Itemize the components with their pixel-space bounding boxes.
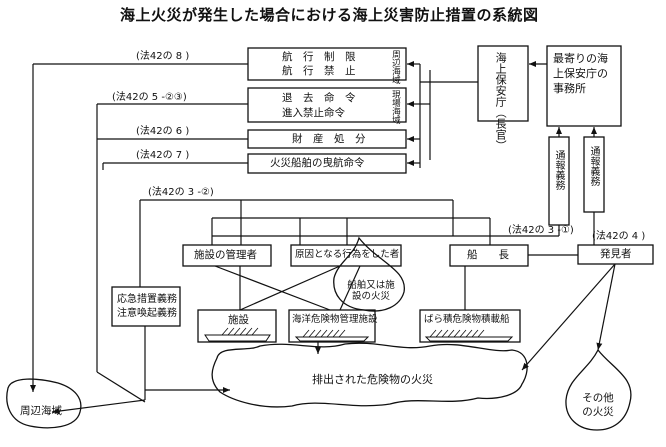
- marine-facility-label: 海洋危険物管理施設: [292, 314, 378, 325]
- ship-fire-drop: [333, 236, 405, 312]
- actor-facility-manager: 施設の管理者: [194, 249, 257, 261]
- actor-cause: 原因となる行為をした者: [295, 249, 400, 260]
- law-ref-42-7: (法42の 7 ): [136, 150, 190, 161]
- coast-guard-chief: 海上保安庁（長官）: [494, 52, 508, 151]
- surrounding-area-blob: [6, 378, 82, 429]
- bulk-ship-box: [419, 309, 521, 343]
- law-ref-42-6: (法42の 6 ): [136, 126, 190, 137]
- evacuation-box: [247, 87, 407, 123]
- notification-duty-1: 通報義務: [553, 150, 564, 190]
- law-ref-42-3-1: (法42の 3 -①): [508, 225, 574, 236]
- notification-duty-2: 通報義務: [588, 146, 599, 186]
- facility-label: 施設: [228, 314, 249, 326]
- measure-navigation-restrict: 航 行 制 限: [282, 51, 356, 63]
- spilled-fire-blob: [211, 342, 528, 408]
- measure-evacuation-order: 退 去 命 令: [282, 92, 356, 104]
- marine-facility-box: [288, 309, 376, 343]
- page-title: 海上火災が発生した場合における海上災害防止措置の系統図: [120, 6, 539, 24]
- other-fire-label: その他の火災: [582, 392, 614, 418]
- emergency-duty-box: [111, 286, 181, 327]
- measure-towing-order: 火災船舶の曳航命令: [270, 157, 365, 169]
- ship-fire-label: 船舶又は施設の火災: [347, 280, 395, 303]
- emergency-duties: 応急措置義務 注意喚起義務: [117, 294, 177, 319]
- tag-site-area: 現場海域: [390, 90, 401, 124]
- coast-guard-box: [477, 45, 529, 122]
- law-ref-42-3-2: (法42の 3 -②): [148, 187, 214, 198]
- actor-discoverer: 発見者: [600, 248, 632, 260]
- other-fire-drop: [565, 348, 632, 431]
- nearest-office: 最寄りの海上保安庁の事務所: [553, 52, 608, 95]
- tag-surrounding-waters: 周辺海域: [390, 50, 401, 84]
- actor-captain: 船 長: [467, 249, 509, 261]
- office-box: [546, 45, 622, 127]
- facility-manager-box: [182, 244, 272, 267]
- cause-actor-box: [290, 244, 402, 267]
- measure-property-disposal: 財 産 処 分: [292, 133, 366, 145]
- bulk-ship-label: ばら積危険物積載船: [424, 314, 510, 325]
- measure-navigation-prohibit: 航 行 禁 止: [282, 65, 356, 77]
- measure-entry-prohibit: 進入禁止命令: [282, 107, 345, 119]
- law-ref-42-8: (法42の 8 ): [136, 51, 190, 62]
- surrounding-area-label: 周辺海域: [20, 405, 62, 417]
- law-ref-42-4: (法42の 4 ): [592, 231, 646, 242]
- spilled-fire-label: 排出された危険物の火災: [312, 373, 433, 386]
- facility-box: [197, 309, 277, 343]
- law-ref-42-5: (法42の 5 -②③): [112, 92, 187, 103]
